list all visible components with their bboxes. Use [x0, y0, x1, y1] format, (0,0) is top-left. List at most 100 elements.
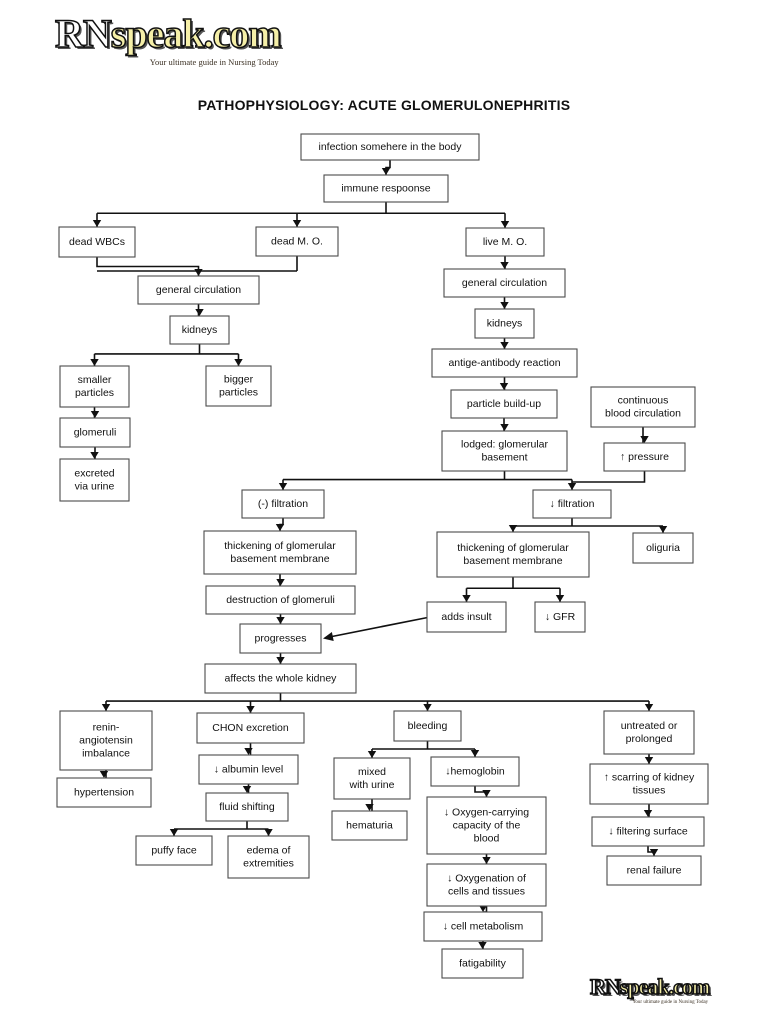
- arrowhead: [92, 220, 102, 227]
- arrowhead: [101, 704, 111, 711]
- node-box: [603, 442, 686, 472]
- node-label: affects the whole kidney: [225, 672, 338, 684]
- node-box: [204, 663, 357, 694]
- node-label: dead WBCs: [69, 236, 125, 248]
- node-box: [632, 532, 694, 564]
- arrowhead: [500, 424, 509, 431]
- node-label: dead M. O.: [271, 235, 323, 247]
- node-box: [603, 710, 695, 755]
- arrowhead: [482, 790, 491, 797]
- node-box: [441, 948, 524, 979]
- node-box: [205, 585, 356, 615]
- node-box: [450, 389, 558, 419]
- connector-line: [96, 257, 200, 276]
- arrowhead: [500, 262, 509, 269]
- node-box: [300, 133, 480, 161]
- node-box: [606, 855, 702, 886]
- node-box: [443, 268, 566, 298]
- node-label: kidneys: [487, 317, 523, 329]
- node-box: [241, 489, 325, 519]
- flowchart-node-infection: infection somehere in the body: [300, 133, 480, 161]
- arrowhead: [644, 704, 654, 711]
- arrowhead: [567, 483, 577, 490]
- flowchart-node-cell_metab: ↓ cell metabolism: [423, 911, 543, 942]
- flowchart-node-neg_filtration: (-) filtration: [241, 489, 325, 519]
- arrowhead: [292, 220, 302, 227]
- node-label: infection somehere in the body: [318, 141, 462, 153]
- node-label: fluid shifting: [219, 801, 275, 813]
- node-box: [169, 315, 230, 345]
- logo-speak-text: speak.com: [110, 11, 282, 56]
- node-label: puffy face: [151, 844, 196, 856]
- node-label: bleeding: [408, 720, 448, 732]
- node-label: adds insult: [441, 611, 491, 623]
- flowchart-node-hemoglobin: ↓hemoglobin: [430, 756, 520, 787]
- node-box: [393, 710, 462, 742]
- arrowhead: [500, 302, 509, 309]
- node-label: live M. O.: [483, 236, 527, 248]
- flowchart-node-hypertension: hypertension: [56, 777, 152, 808]
- logo-tagline-bottom: Your ultimate guide in Nursing Today: [632, 1000, 709, 1005]
- node-box: [227, 835, 310, 879]
- connector-line: [331, 616, 428, 638]
- arrowhead: [275, 524, 285, 531]
- rnspeak-logo-top: RNspeak.com Your ultimate guide in Nursi…: [54, 11, 282, 67]
- node-label: antige-antibody reaction: [448, 357, 560, 369]
- arrowhead: [90, 411, 100, 418]
- arrowhead: [555, 595, 565, 602]
- flowchart-node-albumin: ↓ albumin level: [198, 754, 299, 785]
- node-label: ↓ filtering surface: [608, 825, 688, 837]
- node-label: ↓ albumin level: [214, 763, 283, 775]
- arrowhead: [640, 436, 649, 443]
- flowchart-node-antigen: antige-antibody reaction: [431, 348, 578, 378]
- node-box: [423, 911, 543, 942]
- node-label: general circulation: [156, 284, 241, 296]
- arrowhead: [276, 657, 285, 664]
- arrowhead: [470, 750, 480, 757]
- logo-speak-text-bottom: speak.com: [619, 974, 711, 999]
- node-label: general circulation: [462, 277, 547, 289]
- flowchart-node-destruction: destruction of glomeruli: [205, 585, 356, 615]
- flowchart-node-oliguria: oliguria: [632, 532, 694, 564]
- node-box: [59, 458, 130, 502]
- node-box: [59, 710, 153, 771]
- arrowhead: [462, 595, 471, 602]
- flowchart-node-chon: CHON excretion: [196, 712, 305, 744]
- page-title: PATHOPHYSIOLOGY: ACUTE GLOMERULONEPHRITI…: [197, 97, 571, 113]
- node-box: [465, 227, 545, 257]
- flowchart-node-fluid_shift: fluid shifting: [205, 792, 289, 822]
- arrowhead: [264, 829, 273, 836]
- arrowhead: [365, 804, 374, 811]
- connector-line: [572, 471, 646, 483]
- arrowhead: [90, 359, 99, 366]
- flowchart-node-hematuria: hematuria: [331, 810, 408, 841]
- node-label: fatigability: [459, 957, 506, 969]
- arrowhead: [500, 221, 510, 228]
- node-label: immune respoonse: [341, 182, 430, 194]
- arrowhead: [499, 383, 509, 390]
- node-label: renal failure: [627, 864, 682, 876]
- arrowhead: [323, 632, 334, 642]
- node-label: particle build-up: [467, 398, 541, 410]
- node-label: progresses: [255, 632, 307, 644]
- flowchart-node-gen_circ_right: general circulation: [443, 268, 566, 298]
- node-box: [59, 365, 130, 408]
- flowchart-edges: [90, 160, 668, 949]
- node-box: [333, 757, 411, 800]
- node-box: [589, 763, 709, 805]
